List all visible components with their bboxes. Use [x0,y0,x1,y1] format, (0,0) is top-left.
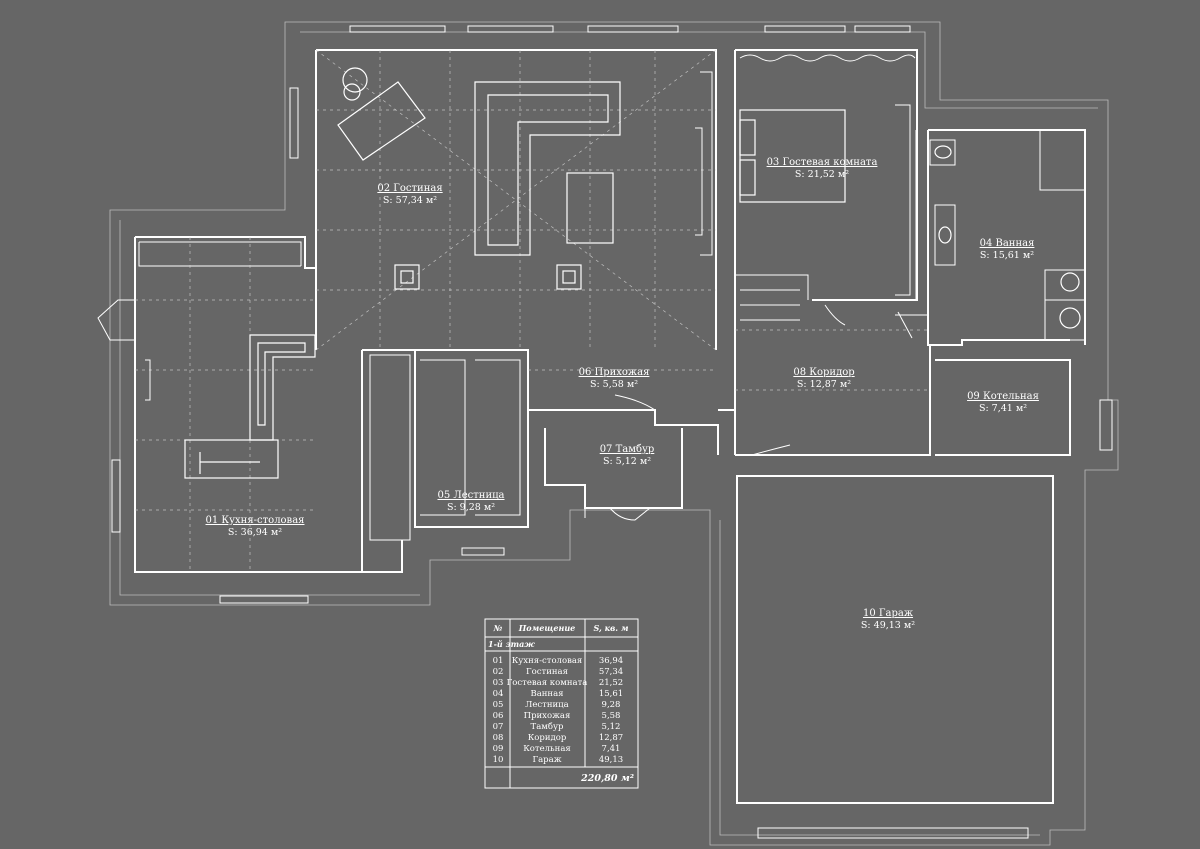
room-label-01-name: 01 Кухня-столовая [206,515,305,526]
room-label-09-name: 09 Котельная [967,391,1039,402]
room-label-04-name: 04 Ванная [980,238,1035,249]
doors [97,299,913,521]
table-header-number: № [493,623,503,633]
table-header-room: Помещение [518,623,576,633]
table-row-area: 36,94 [599,656,623,666]
table-row-num: 06 [493,711,504,721]
details [138,104,1086,541]
table-row-area: 57,34 [599,667,623,677]
room-label-08-name: 08 Коридор [793,367,854,378]
table-row-num: 09 [493,744,504,754]
room-label-05-name: 05 Лестница [437,490,504,501]
room-label-03-name: 03 Гостевая комната [767,157,878,168]
table-row-area: 5,58 [602,711,621,721]
table-floor-label: 1-й этаж [488,639,535,649]
room-label-01-area: S: 36,94 м² [228,527,282,538]
table-row-num: 04 [493,689,504,699]
room-label-02-area: S: 57,34 м² [383,195,437,206]
table-row-num: 10 [493,755,504,765]
room-label-02-name: 02 Гостиная [377,183,442,194]
furniture-living [337,67,713,290]
room-label-10-name: 10 Гараж [863,608,914,619]
room-label-08-area: S: 12,87 м² [797,379,851,390]
table-row-area: 49,13 [599,755,623,765]
table-row-num: 08 [493,733,504,743]
table-rows: 01 Кухня-столовая 36,94 02 Гостиная 57,3… [493,656,624,765]
room-label-07-area: S: 5,12 м² [603,456,651,467]
table-row-num: 07 [493,722,504,732]
table-row-area: 9,28 [602,700,621,710]
table-total: 220,80 м² [580,773,634,784]
table-row-num: 02 [493,667,504,677]
room-label-09-area: S: 7,41 м² [979,403,1027,414]
table-row-room: Котельная [523,744,571,754]
room-labels: 01 Кухня-столовая S: 36,94 м² 02 Гостина… [206,157,1039,631]
room-label-03-area: S: 21,52 м² [795,169,849,180]
table-row-room: Гостевая комната [507,678,588,688]
table-row-area: 12,87 [599,733,623,743]
table-row-room: Коридор [528,733,567,743]
table-row-area: 15,61 [599,689,623,699]
room-label-06-area: S: 5,58 м² [590,379,638,390]
furniture-guest [739,54,916,203]
table-row-num: 01 [493,656,504,666]
furniture-kitchen [145,334,316,479]
room-label-05-area: S: 9,28 м² [447,502,495,513]
room-label-04-area: S: 15,61 м² [980,250,1034,261]
table-row-room: Гостиная [526,667,568,677]
table-row-room: Кухня-столовая [512,656,583,666]
construction-lines [135,49,930,572]
room-label-07-name: 07 Тамбур [600,444,655,455]
table-row-area: 5,12 [602,722,621,732]
table-row-num: 05 [493,700,504,710]
table-row-room: Прихожая [524,711,571,721]
table-row-room: Ванная [530,689,563,699]
room-label-10-area: S: 49,13 м² [861,620,915,631]
table-row-room: Гараж [532,755,561,765]
bath-fixtures [934,145,1081,329]
table-row-num: 03 [493,678,504,688]
walls [134,49,1086,804]
table-row-area: 21,52 [599,678,623,688]
windows [111,25,1113,839]
table-row-room: Тамбур [531,721,564,732]
area-table: № Помещение S, кв. м 1-й этаж 01 Кухня-с… [484,618,639,789]
table-row-room: Лестница [525,700,568,710]
room-label-06-name: 06 Прихожая [579,367,650,378]
table-row-area: 7,41 [602,744,621,754]
table-header-area: S, кв. м [594,623,629,633]
